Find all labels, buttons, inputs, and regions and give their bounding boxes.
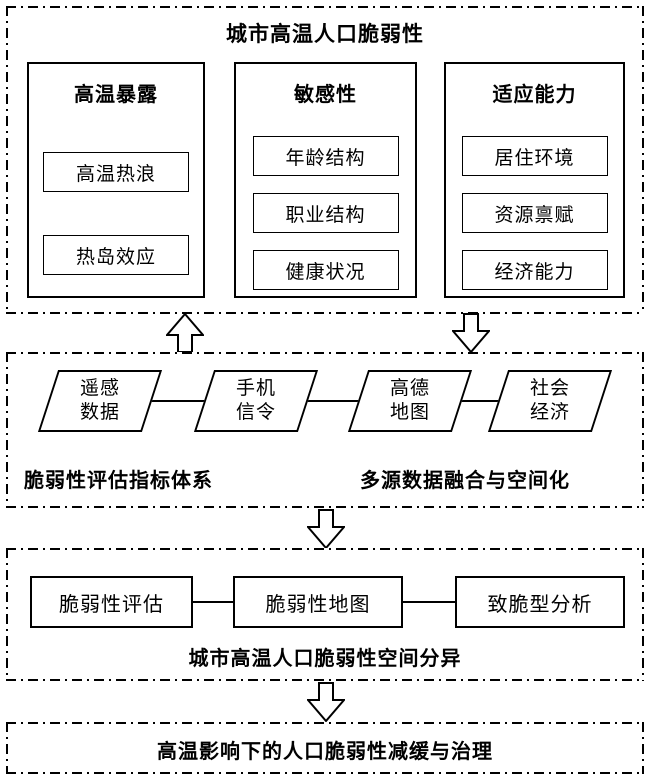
resource-endowment-box: 资源禀赋 [461, 193, 608, 233]
down-arrow-icon [452, 313, 490, 353]
parallelogram-socioeconomic: 社会 经济 [487, 370, 613, 432]
economic-capacity-box: 经济能力 [461, 250, 608, 290]
connector-line [148, 400, 208, 402]
index-system-label: 脆弱性评估指标体系 [24, 468, 213, 492]
data-source-section: 遥感 数据 手机 信令 高德 地图 社会 经济 脆弱性评估指标体系 多源数据融合… [6, 352, 644, 508]
heat-island-box: 热岛效应 [43, 235, 189, 275]
adaptability-column-title: 适应能力 [492, 82, 577, 106]
health-status-box: 健康状况 [252, 250, 399, 290]
framework-title: 城市高温人口脆弱性 [226, 22, 424, 46]
framework-section: 城市高温人口脆弱性 高温暴露 高温热浪 热岛效应 敏感性 年龄结构 职业结构 健… [6, 6, 644, 314]
up-arrow-icon [166, 313, 204, 353]
adaptability-column: 适应能力 居住环境 资源禀赋 经济能力 [444, 62, 625, 298]
age-structure-box: 年龄结构 [252, 136, 399, 176]
socioeconomic-label: 社会 经济 [529, 377, 570, 423]
down-arrow-icon [307, 509, 345, 549]
connector-line [304, 400, 362, 402]
governance-label: 高温影响下的人口脆弱性减缓与治理 [157, 739, 493, 763]
exposure-column-title: 高温暴露 [74, 82, 158, 106]
parallelogram-mobile-signaling: 手机 信令 [193, 370, 319, 432]
vulnerability-map-box: 脆弱性地图 [233, 576, 403, 628]
data-fusion-label: 多源数据融合与空间化 [360, 468, 570, 492]
connector-line [191, 601, 235, 603]
exposure-column: 高温暴露 高温热浪 热岛效应 [27, 62, 205, 298]
connector-line [458, 400, 502, 402]
heat-wave-box: 高温热浪 [43, 152, 189, 192]
occupation-structure-box: 职业结构 [252, 193, 399, 233]
parallelogram-remote-sensing: 遥感 数据 [37, 370, 163, 432]
remote-sensing-label: 遥感 数据 [79, 377, 120, 423]
living-environment-box: 居住环境 [461, 136, 608, 176]
spatial-differentiation-section: 脆弱性评估 脆弱性地图 致脆型分析 城市高温人口脆弱性空间分异 [6, 548, 644, 681]
down-arrow-icon [307, 682, 345, 722]
vulnerability-assessment-box: 脆弱性评估 [30, 576, 193, 628]
sensitivity-column: 敏感性 年龄结构 职业结构 健康状况 [234, 62, 417, 298]
vulnerability-type-analysis-box: 致脆型分析 [455, 576, 625, 628]
connector-line [401, 601, 457, 603]
parallelogram-amap: 高德 地图 [347, 370, 473, 432]
spatial-differentiation-label: 城市高温人口脆弱性空间分异 [188, 646, 462, 670]
amap-label: 高德 地图 [389, 377, 430, 423]
governance-section: 高温影响下的人口脆弱性减缓与治理 [6, 722, 644, 774]
mobile-signaling-label: 手机 信令 [235, 377, 276, 423]
sensitivity-column-title: 敏感性 [294, 82, 357, 106]
